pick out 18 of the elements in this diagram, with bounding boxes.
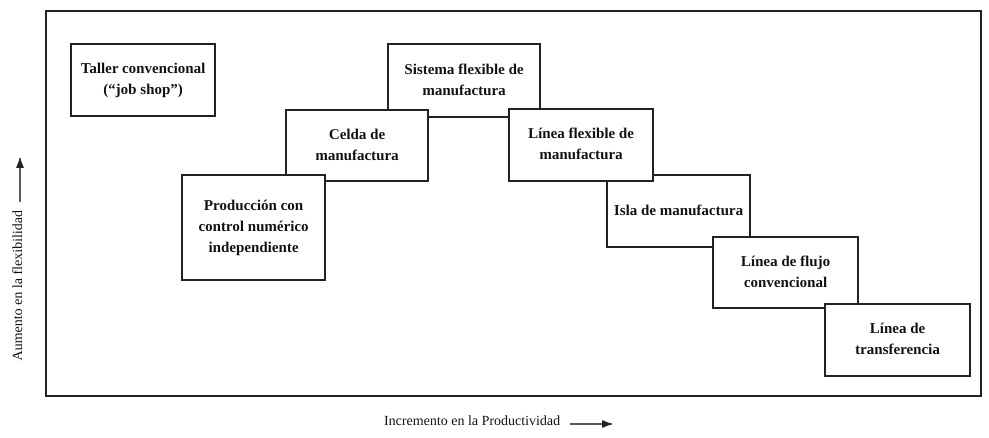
process-box bbox=[285, 109, 429, 182]
box-label: Línea de flujo convencional bbox=[740, 252, 832, 292]
box-label: Isla de manufactura bbox=[612, 202, 744, 220]
box-label: Línea de transferencia bbox=[854, 320, 941, 360]
box-label: Celda de manufactura bbox=[314, 126, 400, 166]
axis-label: Aumento en la flexibilidad bbox=[11, 210, 27, 360]
process-box bbox=[824, 303, 971, 377]
process-box bbox=[70, 43, 216, 117]
process-box bbox=[181, 174, 326, 281]
axis-label: Incremento en la Productividad bbox=[384, 414, 560, 430]
process-box bbox=[606, 174, 751, 248]
box-label: Producción con control numérico independiente bbox=[197, 197, 310, 258]
process-box bbox=[712, 236, 859, 309]
box-label: Sistema flexible de manufactura bbox=[403, 60, 525, 100]
process-box bbox=[387, 43, 541, 118]
box-label: Línea flexible de manufactura bbox=[527, 125, 635, 165]
process-box bbox=[508, 108, 654, 182]
box-label: Taller convencional (“job shop”) bbox=[80, 60, 206, 100]
